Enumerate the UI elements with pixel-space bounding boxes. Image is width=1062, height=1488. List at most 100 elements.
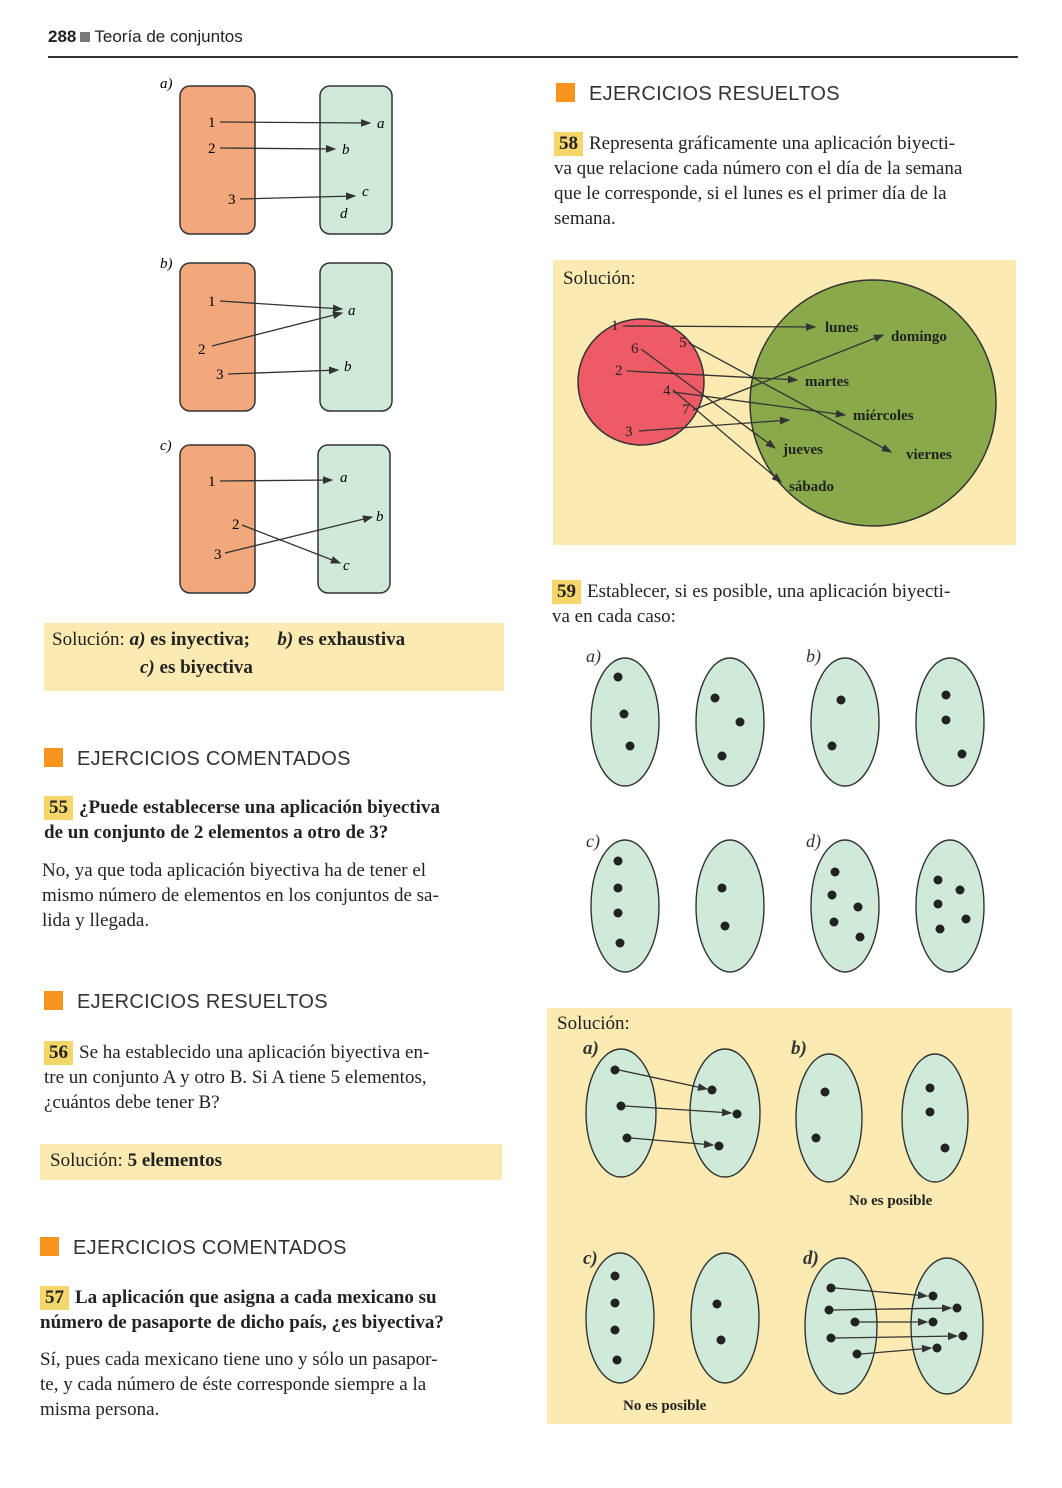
- number-label: 7: [682, 402, 690, 418]
- diagram-a-domain: [179, 85, 256, 235]
- diagram-a-elem-3: 3: [228, 192, 236, 208]
- diagram-c-domain: [179, 444, 256, 594]
- exercise-number: 57: [40, 1286, 69, 1310]
- section-title: EJERCICIOS RESUELTOS: [44, 991, 328, 1014]
- exercise-55-answer: No, ya que toda aplicación biyectiva ha …: [42, 860, 439, 931]
- mapping-arrow: [640, 348, 777, 449]
- orange-square-icon: [44, 748, 63, 767]
- section-title: EJERCICIOS RESUELTOS: [556, 83, 840, 106]
- case-label: a): [586, 646, 601, 667]
- diagram-b-label: b): [160, 256, 173, 272]
- case-label: b): [791, 1038, 807, 1059]
- diagram-c-arrow: [224, 515, 374, 554]
- solution-prefix: Solución:: [563, 268, 636, 289]
- exercise-number: 56: [44, 1041, 73, 1065]
- day-label: jueves: [782, 442, 823, 458]
- diagram-c-elem-a: a: [340, 470, 348, 486]
- diagram-b-elem-b: b: [344, 359, 352, 375]
- diagram-b-arrow: [211, 311, 344, 347]
- solution-box-diagrams: Solución: a) es inyectiva; b) es exhaust…: [44, 623, 504, 691]
- diagram-b-elem-3: 3: [216, 367, 224, 383]
- left-diagrams: a) 1 2 3 a b c d b) 1 2 3 a b c) 1 2 3 a…: [160, 76, 393, 594]
- diagram-b-elem-1: 1: [208, 294, 216, 310]
- set-ellipse: [915, 839, 985, 973]
- exercise-59-solution-diagrams: a) b) c) d): [583, 1038, 984, 1414]
- not-possible-label: No es posible: [849, 1193, 933, 1209]
- mapping-arrow: [688, 342, 893, 453]
- solution-box-56: Solución: 5 elementos: [40, 1144, 502, 1180]
- diagram-c-elem-b: b: [376, 509, 384, 525]
- exercise-59-sets: a) b) c) d): [586, 646, 985, 973]
- mapping-arrow: [626, 370, 799, 384]
- set-ellipse: [590, 657, 660, 787]
- diagram-b-codomain: [319, 262, 393, 412]
- diagram-a-elem-c: c: [362, 184, 369, 200]
- solution-box-58: Solución: 1 6 5 2 4 7 3 lunes domingo ma…: [553, 260, 1016, 545]
- page-title: Teoría de conjuntos: [94, 27, 243, 46]
- diagram-a-elem-2: 2: [208, 141, 216, 157]
- diagram-a-elem-d: d: [340, 206, 348, 222]
- solution-prefix: Solución:: [52, 629, 125, 650]
- diagram-b-elem-a: a: [348, 303, 356, 319]
- diagram-b-arrow: [219, 300, 344, 313]
- number-label: 2: [615, 363, 623, 379]
- diagram-b-domain: [179, 262, 256, 412]
- set-ellipse: [585, 1048, 657, 1178]
- solution-box-59: Solución: a) b) c) d): [547, 1008, 1012, 1424]
- venn-days-diagram: 1 6 5 2 4 7 3 lunes domingo martes miérc…: [577, 279, 997, 527]
- set-ellipse: [910, 1257, 984, 1395]
- set-ellipse: [901, 1053, 969, 1183]
- set-ellipse: [795, 1053, 863, 1183]
- diagram-c-codomain: [317, 444, 391, 594]
- mapping-arrow: [672, 391, 847, 418]
- section-title: EJERCICIOS COMENTADOS: [44, 748, 351, 771]
- diagram-a-elem-1: 1: [208, 115, 216, 131]
- numbers-set: [577, 318, 705, 446]
- day-label: martes: [805, 374, 849, 390]
- exercise-55-question: 55¿Puede establecerse una aplicación biy…: [44, 796, 440, 843]
- diagram-c-elem-3: 3: [214, 547, 222, 563]
- number-label: 6: [631, 341, 639, 357]
- number-label: 3: [625, 424, 633, 440]
- set-ellipse: [585, 1252, 655, 1384]
- diagram-a-label: a): [160, 76, 173, 92]
- orange-square-icon: [556, 83, 575, 102]
- mapping-arrow: [672, 389, 782, 483]
- set-ellipse: [690, 1252, 760, 1384]
- day-label: lunes: [825, 320, 859, 336]
- mapping-arrow: [622, 323, 817, 331]
- exercise-number: 58: [554, 132, 583, 156]
- solution-prefix: Solución:: [557, 1013, 630, 1034]
- diagram-a-arrow: [239, 192, 357, 201]
- orange-square-icon: [44, 991, 63, 1010]
- case-label: d): [806, 831, 821, 852]
- square-icon: [80, 32, 91, 42]
- case-label: c): [586, 831, 600, 852]
- exercise-57-answer: Sí, pues cada mexicano tiene uno y sólo …: [40, 1349, 438, 1420]
- diagram-a-codomain: [319, 85, 393, 235]
- days-set: [749, 279, 997, 527]
- diagram-a-elem-b: b: [342, 142, 350, 158]
- diagram-c-label: c): [160, 438, 172, 454]
- diagram-b-elem-2: 2: [198, 342, 206, 358]
- set-ellipse: [810, 839, 880, 973]
- diagram-c-arrow: [241, 524, 342, 564]
- orange-square-icon: [40, 1237, 59, 1256]
- diagram-a-elem-a: a: [377, 116, 385, 132]
- day-label: miércoles: [853, 408, 914, 424]
- number-label: 4: [663, 383, 671, 399]
- diagram-a-arrow: [219, 119, 372, 127]
- set-ellipse: [804, 1257, 878, 1395]
- not-possible-label: No es posible: [623, 1398, 707, 1414]
- diagram-c-elem-1: 1: [208, 474, 216, 490]
- exercise-number: 55: [44, 796, 73, 820]
- case-label: c): [583, 1248, 598, 1269]
- set-ellipse: [695, 839, 765, 973]
- section-title: EJERCICIOS COMENTADOS: [40, 1237, 347, 1260]
- mapping-arrow: [692, 334, 885, 411]
- day-label: viernes: [906, 447, 952, 463]
